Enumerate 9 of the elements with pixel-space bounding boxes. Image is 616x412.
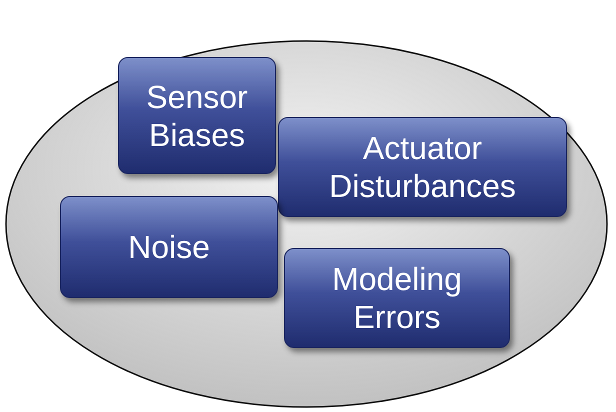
rounded-box: [118, 57, 276, 174]
rounded-box: [278, 117, 567, 217]
box-label: Modeling Errors: [331, 260, 463, 336]
rounded-box: [284, 248, 510, 348]
rounded-box: [60, 196, 278, 298]
ellipse-background: [5, 40, 608, 408]
box-label: Noise: [128, 228, 210, 266]
box-label: Sensor Biases: [145, 78, 249, 154]
box-label: Actuator Disturbances: [328, 129, 517, 205]
